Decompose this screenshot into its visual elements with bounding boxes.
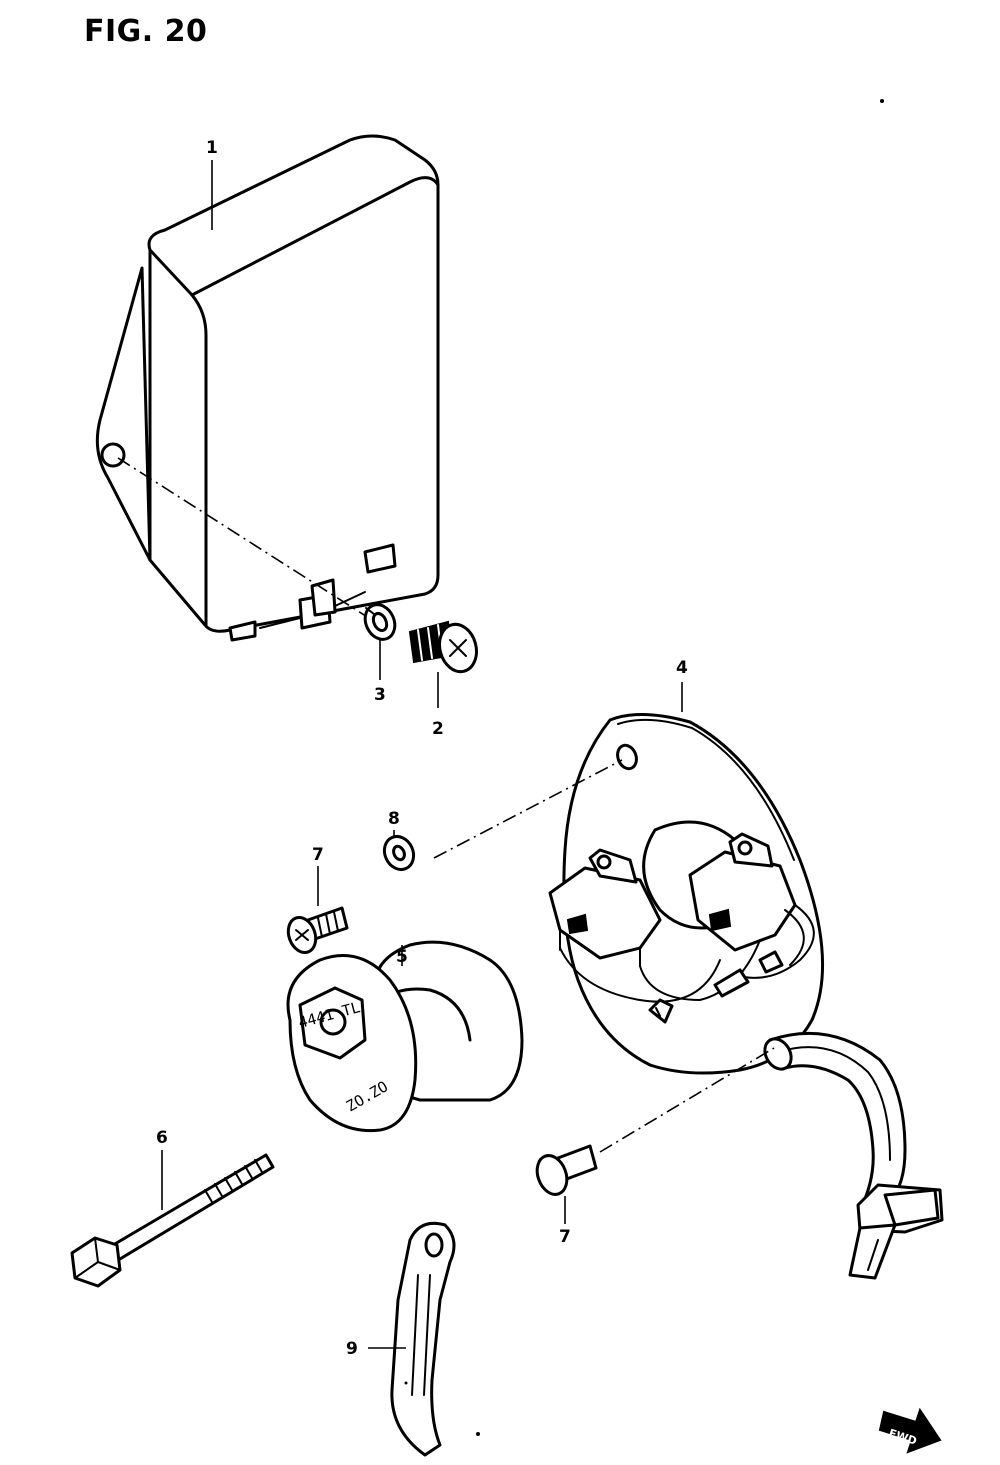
callout-6: 6 <box>156 1128 168 1148</box>
part-screw-2 <box>408 620 478 674</box>
part-screw-7-lower <box>535 1144 598 1196</box>
callout-5: 5 <box>396 947 408 967</box>
callout-1: 1 <box>206 138 218 158</box>
part-lock-washer <box>363 603 397 641</box>
stray-dot <box>476 1432 480 1436</box>
callout-4: 4 <box>676 658 688 678</box>
callout-2: 2 <box>432 719 444 739</box>
callout-7-upper: 7 <box>312 845 324 865</box>
callout-3: 3 <box>374 685 386 705</box>
stray-dot <box>404 1381 408 1385</box>
part-harness-lead <box>763 1031 944 1280</box>
callout-9: 9 <box>346 1339 358 1359</box>
callout-8: 8 <box>388 809 400 829</box>
part-stator-plate <box>548 713 825 1075</box>
callout-7-lower: 7 <box>559 1227 571 1247</box>
part-washer-8 <box>382 834 416 872</box>
stray-dot <box>880 99 884 103</box>
part-signal-rotor: 4441 TL ZO.ZO <box>286 940 524 1133</box>
part-control-unit <box>95 134 440 642</box>
figure-title: FIG. 20 <box>84 14 208 49</box>
part-bolt-6 <box>70 1153 275 1288</box>
part-screw-7-upper <box>286 906 349 954</box>
part-clamp-9 <box>390 1221 456 1457</box>
fwd-direction-arrow-icon: FWD <box>878 1407 942 1454</box>
